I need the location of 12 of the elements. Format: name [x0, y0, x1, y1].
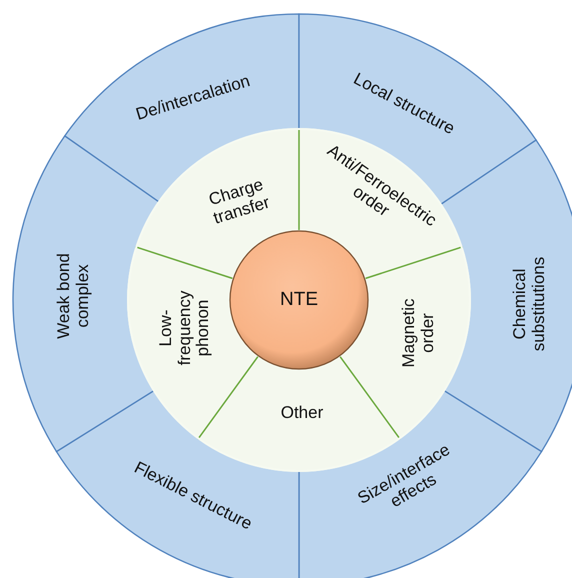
segment-label: Chemical substitutions: [511, 256, 549, 354]
segment-label: Charge transfer: [206, 174, 273, 230]
segment-label: Other: [280, 404, 324, 422]
ring-segment: [135, 128, 299, 280]
segment-label: Low-frequency phonon: [156, 290, 214, 368]
ring-segment: [338, 246, 471, 440]
ring-segment: [12, 135, 160, 452]
segment-label: Weak bond complex: [55, 252, 93, 341]
center-circle: [229, 230, 369, 370]
ring-segment: [127, 246, 260, 440]
center-label: NTE: [280, 290, 318, 310]
segment-label: Magnetic order: [400, 298, 438, 370]
